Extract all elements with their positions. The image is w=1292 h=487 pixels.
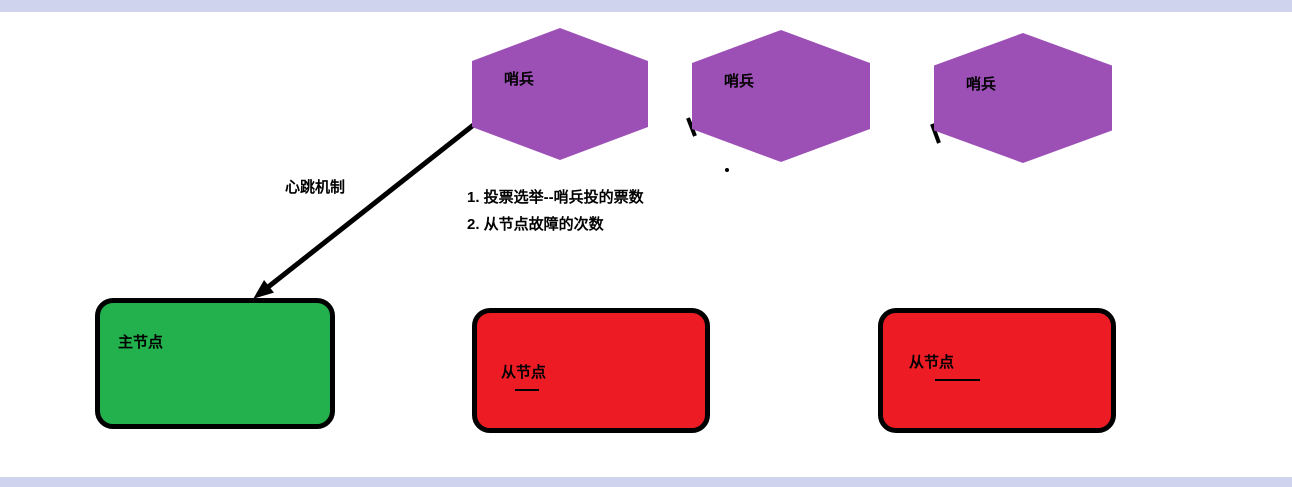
master-node-label: 主节点 — [118, 334, 164, 351]
sentinel-hexagon-3: 哨兵 — [934, 33, 1112, 163]
notes-block: 1. 投票选举--哨兵投的票数 2. 从节点故障的次数 — [467, 184, 644, 238]
slave-node-2: 从节点 — [878, 308, 1116, 433]
sentinel-label-3: 哨兵 — [966, 76, 997, 93]
stray-dot — [725, 168, 729, 172]
slave-node-2-label: 从节点 — [909, 354, 955, 371]
slave-node-1: 从节点 — [472, 308, 710, 433]
sentinel-hexagon-1: 哨兵 — [472, 28, 648, 160]
sentinel-hexagon-2: 哨兵 — [692, 30, 870, 162]
slave-node-2-underline — [935, 379, 980, 381]
sentinel-label-1: 哨兵 — [504, 71, 535, 88]
heartbeat-label: 心跳机制 — [285, 179, 346, 196]
heartbeat-arrow — [253, 121, 478, 299]
note-line-2: 2. 从节点故障的次数 — [467, 216, 604, 233]
master-node: 主节点 — [95, 298, 335, 429]
slave-node-1-label: 从节点 — [501, 364, 547, 381]
note-line-1: 1. 投票选举--哨兵投的票数 — [467, 189, 644, 206]
slave-node-1-underline — [515, 389, 539, 391]
sentinel-label-2: 哨兵 — [724, 73, 755, 90]
bottom-frame-bar — [0, 477, 1292, 487]
top-frame-bar — [0, 0, 1292, 12]
